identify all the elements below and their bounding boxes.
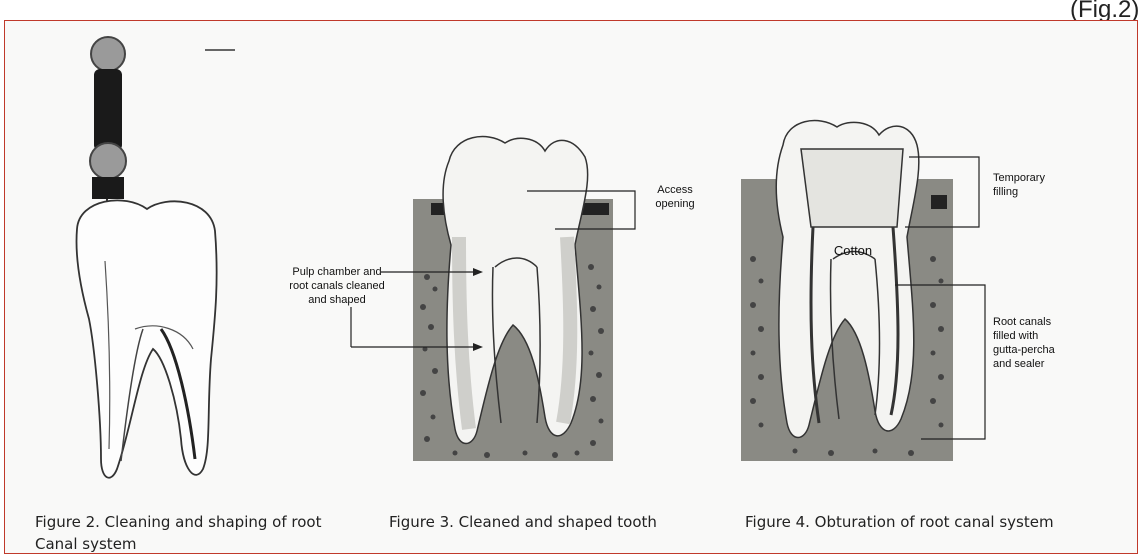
pulp-label-line3: and shaped — [308, 294, 366, 306]
root-label-line4: and sealer — [993, 358, 1045, 370]
temporary-label-line1: Temporary — [993, 172, 1045, 184]
figure3-caption: Figure 3. Cleaned and shaped tooth — [389, 511, 657, 533]
root-label-line3: gutta-percha — [993, 344, 1056, 356]
pulp-label-line2: root canals cleaned — [289, 280, 384, 292]
figure-panel: Access opening Pulp chamber and root can… — [4, 20, 1138, 554]
figure2-caption: Figure 2. Cleaning and shaping of root C… — [35, 511, 321, 555]
figure2-caption-line2: Canal system — [35, 533, 321, 555]
figure4-illustration: Cotton Temporary filling Root canals fil… — [735, 109, 1095, 469]
pulp-label-line1: Pulp chamber and — [292, 266, 381, 278]
figure2-illustration — [65, 29, 235, 499]
cotton-label: Cotton — [834, 243, 872, 258]
figure3-illustration: Access opening Pulp chamber and root can… — [255, 117, 715, 477]
figure4-caption: Figure 4. Obturation of root canal syste… — [745, 511, 1054, 533]
root-label-line2: filled with — [993, 330, 1038, 342]
figure2-caption-line1: Figure 2. Cleaning and shaping of root — [35, 511, 321, 533]
access-label-line1: Access — [657, 184, 693, 196]
root-label-line1: Root canals — [993, 316, 1052, 328]
temporary-label-line2: filling — [993, 186, 1018, 198]
access-label-line2: opening — [655, 198, 694, 210]
